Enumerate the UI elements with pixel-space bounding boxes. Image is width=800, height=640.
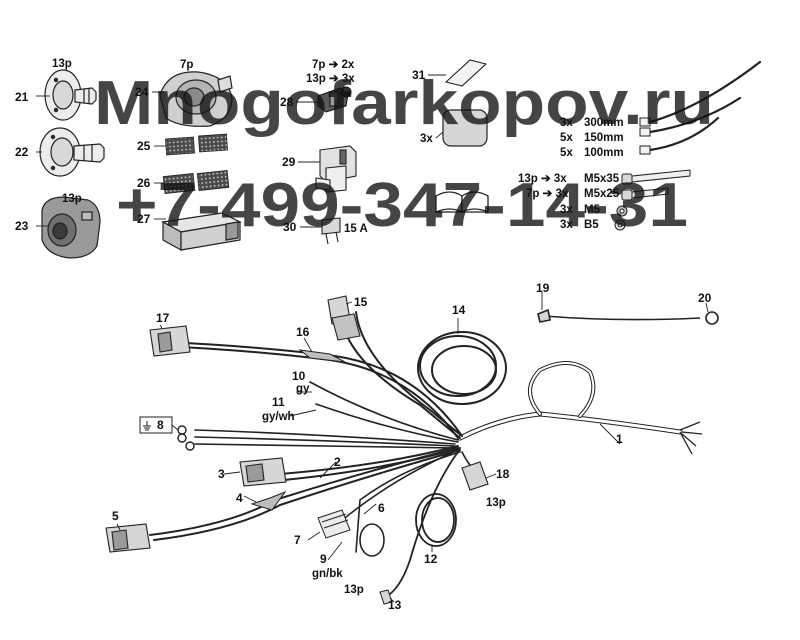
callout-14: 14 xyxy=(452,303,466,317)
connector-3 xyxy=(239,457,287,487)
nut-prefix-m5: 3x xyxy=(560,204,573,216)
book-icon xyxy=(435,191,489,214)
connector-18-type: 13p xyxy=(486,497,506,509)
socket-13p-flange xyxy=(44,69,97,121)
callout-5: 5 xyxy=(112,509,119,523)
connector-13-type: 13p xyxy=(344,584,364,596)
connector-7 xyxy=(317,509,351,539)
callout-16: 16 xyxy=(296,325,310,339)
callout-22: 22 xyxy=(15,145,29,159)
socket-7p-label: 7p xyxy=(180,59,193,71)
callout-2: 2 xyxy=(334,455,341,469)
watermark-site: Mnogofarkopov.ru xyxy=(94,69,714,138)
callout-7: 7 xyxy=(294,533,301,547)
callout-27: 27 xyxy=(137,212,151,226)
callout-30: 30 xyxy=(283,220,297,234)
fuse xyxy=(321,217,341,245)
tie-qty-300: 3x xyxy=(560,117,573,129)
callout-19: 19 xyxy=(536,281,550,295)
callout-8: 8 xyxy=(157,418,164,432)
callout-17: 17 xyxy=(156,311,170,325)
callout-13: 13 xyxy=(388,598,402,612)
callout-28: 28 xyxy=(280,95,294,109)
bolt-size-m5x25: M5x25 xyxy=(584,188,620,200)
bolt-size-m5x35: M5x35 xyxy=(584,173,620,185)
leader-lines xyxy=(36,74,709,603)
tie-size-300: 300mm xyxy=(584,117,624,129)
tie-qty-100: 5x xyxy=(560,147,573,159)
tie-size-100: 100mm xyxy=(584,147,624,159)
bracket-13p-label: 13p ➔ 3x xyxy=(306,73,355,85)
connector-5 xyxy=(105,523,151,553)
callout-21: 21 xyxy=(15,90,29,104)
bracket-7p-label: 7p ➔ 2x xyxy=(312,59,355,71)
callout-3: 3 xyxy=(218,467,225,481)
cable-tie-heads xyxy=(639,117,651,155)
sleeve-16 xyxy=(298,349,346,363)
callout-1: 1 xyxy=(616,432,623,446)
washer-prefix-b5: 3x xyxy=(560,219,573,231)
connector-17 xyxy=(149,325,191,357)
sleeve-4 xyxy=(250,490,287,511)
callout-25: 25 xyxy=(137,139,151,153)
velcro-pads-26 xyxy=(162,170,230,194)
socket-7p-housing xyxy=(159,71,233,127)
callout-18: 18 xyxy=(496,467,510,481)
tie-qty-150: 5x xyxy=(560,132,573,144)
ring-terminals-8 xyxy=(177,425,195,451)
ground-symbol-icon xyxy=(139,416,173,434)
tie-size-150: 150mm xyxy=(584,132,624,144)
pad-qty-label: 3x xyxy=(420,133,433,145)
callout-11: 11 xyxy=(272,395,285,409)
fuse-rating: 15 A xyxy=(344,223,368,235)
callout-6: 6 xyxy=(378,501,385,515)
watermark-phone: +7-499-347-14-31 xyxy=(116,171,688,240)
connector-18 xyxy=(461,461,489,491)
callout-23: 23 xyxy=(15,219,29,233)
callout-29: 29 xyxy=(282,155,296,169)
wire-9-color: gn/bk xyxy=(312,568,343,580)
callout-9: 9 xyxy=(320,552,327,566)
callout-31: 31 xyxy=(412,68,426,82)
ground-strap xyxy=(537,308,719,325)
relay-holder xyxy=(315,145,357,193)
control-module xyxy=(161,212,242,252)
terminal-13 xyxy=(379,589,393,605)
nut-size-m5: M5 xyxy=(584,204,601,216)
washer-size-b5: B5 xyxy=(584,219,599,231)
callout-4: 4 xyxy=(236,491,243,505)
callout-20: 20 xyxy=(698,291,712,305)
socket-13p-label-mid: 13p xyxy=(62,193,82,205)
bolts-and-nuts xyxy=(614,169,691,231)
cable-ties xyxy=(648,60,762,152)
socket-13p-label-top: 13p xyxy=(52,58,72,70)
callout-15: 15 xyxy=(354,295,368,309)
main-wire-bundle xyxy=(149,311,683,599)
wire-11-color: gy/wh xyxy=(262,411,295,423)
label-sticker xyxy=(444,59,488,87)
adhesive-pad xyxy=(442,109,488,147)
bolt-prefix-m5x35: 13p ➔ 3x xyxy=(518,173,567,185)
socket-13p-housing xyxy=(41,196,101,259)
wire-10-color: gy xyxy=(296,383,310,395)
socket-7p-flange xyxy=(39,127,105,177)
velcro-pads-25 xyxy=(165,133,228,156)
mounting-bracket xyxy=(317,86,352,113)
connector-15 xyxy=(327,295,361,341)
main-cable-end xyxy=(679,421,703,455)
callout-24: 24 xyxy=(135,85,149,99)
callout-12: 12 xyxy=(424,552,438,566)
bolt-prefix-m5x25: 7p ➔ 3x xyxy=(526,188,569,200)
callout-10: 10 xyxy=(292,369,306,383)
callout-26: 26 xyxy=(137,176,151,190)
